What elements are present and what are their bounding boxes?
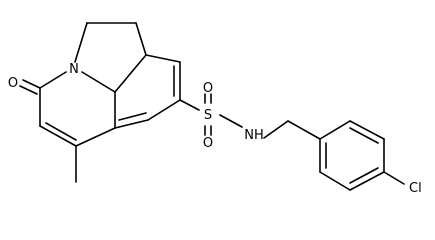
chlorine-label: Cl xyxy=(409,181,422,196)
bond xyxy=(19,85,38,95)
bond xyxy=(135,22,147,56)
ring-oxygen-label: O xyxy=(8,76,18,91)
bond xyxy=(349,120,385,140)
amide-nh-label: NH xyxy=(244,128,264,143)
bond xyxy=(179,99,200,111)
ring-nitrogen-label: N xyxy=(69,62,79,77)
bond xyxy=(349,167,379,184)
chemical-structure: O N O S O NH Cl xyxy=(8,22,422,196)
bond xyxy=(114,119,149,129)
atom-labels: O N O S O NH Cl xyxy=(8,62,422,196)
bond xyxy=(114,54,147,93)
sulfonyl-oxygen-top-label: O xyxy=(203,81,213,96)
bond xyxy=(74,22,88,63)
bond xyxy=(145,54,181,63)
bond xyxy=(147,99,181,121)
bond xyxy=(81,71,116,93)
bond xyxy=(349,127,379,144)
bond xyxy=(263,120,289,139)
bond xyxy=(219,114,243,128)
bond xyxy=(319,120,351,140)
bond-lines xyxy=(19,22,405,191)
bond xyxy=(287,120,321,140)
bond xyxy=(75,127,116,147)
bond xyxy=(22,79,41,89)
bond xyxy=(319,171,351,191)
sulfonyl-oxygen-bottom-label: O xyxy=(203,136,213,151)
bond xyxy=(349,171,385,191)
bond xyxy=(39,125,77,147)
bond xyxy=(45,122,77,141)
sulfur-label: S xyxy=(204,108,212,123)
bond xyxy=(118,112,147,121)
bond xyxy=(383,171,405,185)
bond xyxy=(39,71,67,89)
